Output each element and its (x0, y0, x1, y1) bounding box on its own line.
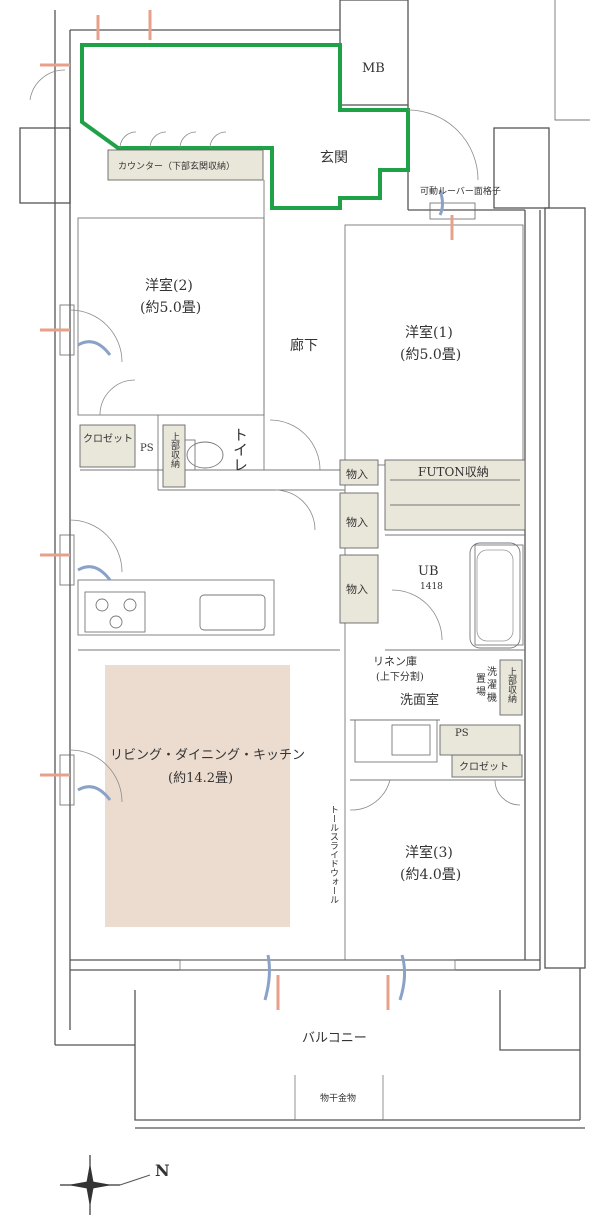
linen-label-2: (上下分割) (376, 670, 424, 683)
counter-box (107, 149, 264, 181)
windows (59, 202, 476, 1120)
ps-right-label: PS (455, 728, 469, 739)
storage-b-label: 物入 (346, 515, 368, 529)
washer-label-3: 機 (487, 691, 497, 704)
washer-label-1: 洗 (487, 666, 497, 678)
entrance-label: 玄関 (320, 149, 348, 166)
western2-size: (約5.0畳) (140, 300, 201, 316)
storage-b-box (339, 492, 379, 549)
toilet-label: トイレ (231, 427, 249, 472)
hallway-label: 廊下 (290, 337, 318, 354)
airflow-arrows (40, 10, 454, 1010)
western3-size: (約4.0畳) (400, 867, 461, 883)
upper-storage-label: 上部収納 (169, 432, 180, 469)
toilet-fixture (184, 439, 224, 471)
drying-rack-label: 物干金物 (320, 1092, 356, 1104)
ldk-name: リビング・ダイニング・キッチン (110, 748, 305, 763)
western3-name: 洋室(3) (405, 844, 453, 861)
storage-a-box (339, 459, 379, 486)
compass-label: N (155, 1161, 170, 1180)
linen-label-1: リネン庫 (373, 654, 417, 668)
counter-label: カウンター（下部玄関収納） (118, 160, 235, 172)
wash-basin (391, 724, 431, 756)
mb-label: MB (362, 61, 385, 76)
upper-storage-2-label: 上部収納 (506, 667, 517, 704)
kitchen-counter (84, 591, 266, 633)
western1-name: 洋室(1) (405, 324, 453, 341)
storage-a-label: 物入 (346, 467, 368, 481)
futon-box (384, 459, 526, 531)
western2-name: 洋室(2) (145, 277, 193, 294)
closet-right-label: クロゼット (459, 761, 509, 773)
washer-label-2: 濯 (487, 679, 497, 691)
ps-right-box (439, 724, 521, 756)
balcony-label: バルコニー (302, 1031, 367, 1046)
louver-label: 可動ルーバー面格子 (420, 185, 501, 197)
washer-label-4: 置 (476, 673, 486, 685)
washer-label-5: 場 (476, 685, 486, 698)
storage-c-box (339, 554, 379, 624)
ps-left-label: PS (140, 443, 154, 454)
ldk-size: (約14.2畳) (168, 771, 233, 786)
entrance-highlight (80, 43, 410, 210)
bathtub (469, 542, 521, 649)
interior-walls (77, 180, 525, 960)
washroom-label: 洗面室 (400, 692, 439, 708)
ldk-floor (105, 665, 290, 927)
futon-label: FUTON収納 (418, 465, 489, 479)
ub-label: UB (418, 564, 439, 579)
western1-size: (約5.0畳) (400, 347, 461, 363)
slide-wall-label: トールスライドウォール (328, 805, 339, 904)
door-swings (29, 69, 521, 811)
closet-left-label: クロゼット (83, 433, 133, 445)
ub-size-label: 1418 (420, 582, 443, 592)
upper-storage-2-box (499, 659, 523, 716)
storage-c-label: 物入 (346, 582, 368, 596)
exterior-walls (19, 0, 590, 1129)
closet-left-box (79, 424, 136, 468)
compass-rose-icon (60, 1155, 151, 1215)
